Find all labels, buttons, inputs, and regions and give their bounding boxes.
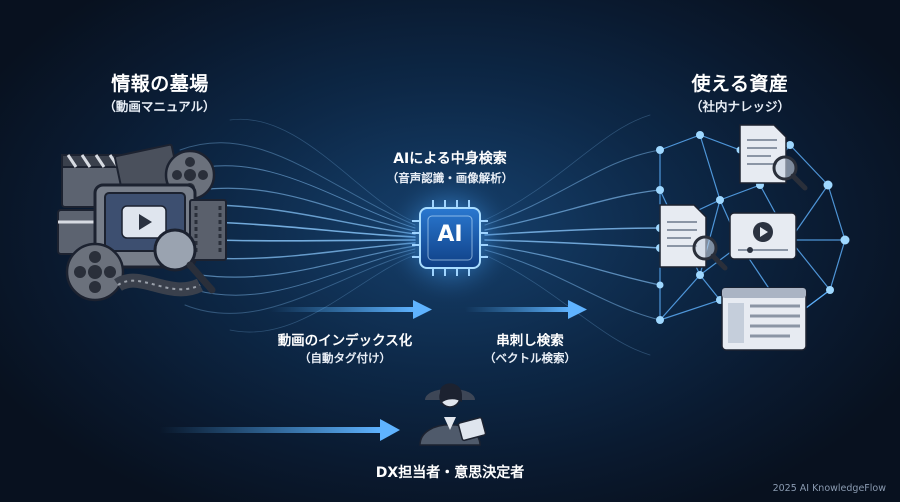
arrow-to-indexing <box>270 300 432 319</box>
left-title: 情報の墓場 <box>111 73 209 95</box>
data-flow-streams-left <box>179 118 416 333</box>
film-reel-icon <box>65 242 125 302</box>
document-search-icon <box>659 204 728 271</box>
step-search-subtitle: （ベクトル検索） <box>484 351 576 365</box>
right-title: 使える資産 <box>691 73 789 95</box>
step-search-title: 串刺し検索 <box>496 333 564 349</box>
person-label: DX担当者・意思決定者 <box>375 465 525 481</box>
film-strip-icon <box>189 199 227 261</box>
arrow-to-person <box>160 419 400 441</box>
ai-chip-label: AI <box>437 222 463 247</box>
arrow-to-search <box>465 300 587 319</box>
dashboard-window-icon <box>721 287 807 351</box>
person-with-tablet-icon <box>419 383 487 446</box>
video-player-icon <box>729 212 797 260</box>
footer-credit: 2025 AI KnowledgeFlow <box>772 483 886 494</box>
step-indexing-subtitle: （自動タグ付け） <box>299 351 391 365</box>
ai-chip-icon <box>412 200 488 276</box>
left-subtitle: （動画マニュアル） <box>103 99 216 114</box>
document-search-icon <box>739 124 808 191</box>
question-magnifier-icon <box>153 228 216 294</box>
media-pile-illustration <box>57 143 227 302</box>
step-indexing-title: 動画のインデックス化 <box>277 333 413 349</box>
film-strip-icon <box>114 273 204 297</box>
right-subtitle: （社内ナレッジ） <box>689 99 790 114</box>
center-title: AIによる中身検索 <box>393 151 507 167</box>
center-subtitle: （音声認識・画像解析） <box>386 171 514 185</box>
